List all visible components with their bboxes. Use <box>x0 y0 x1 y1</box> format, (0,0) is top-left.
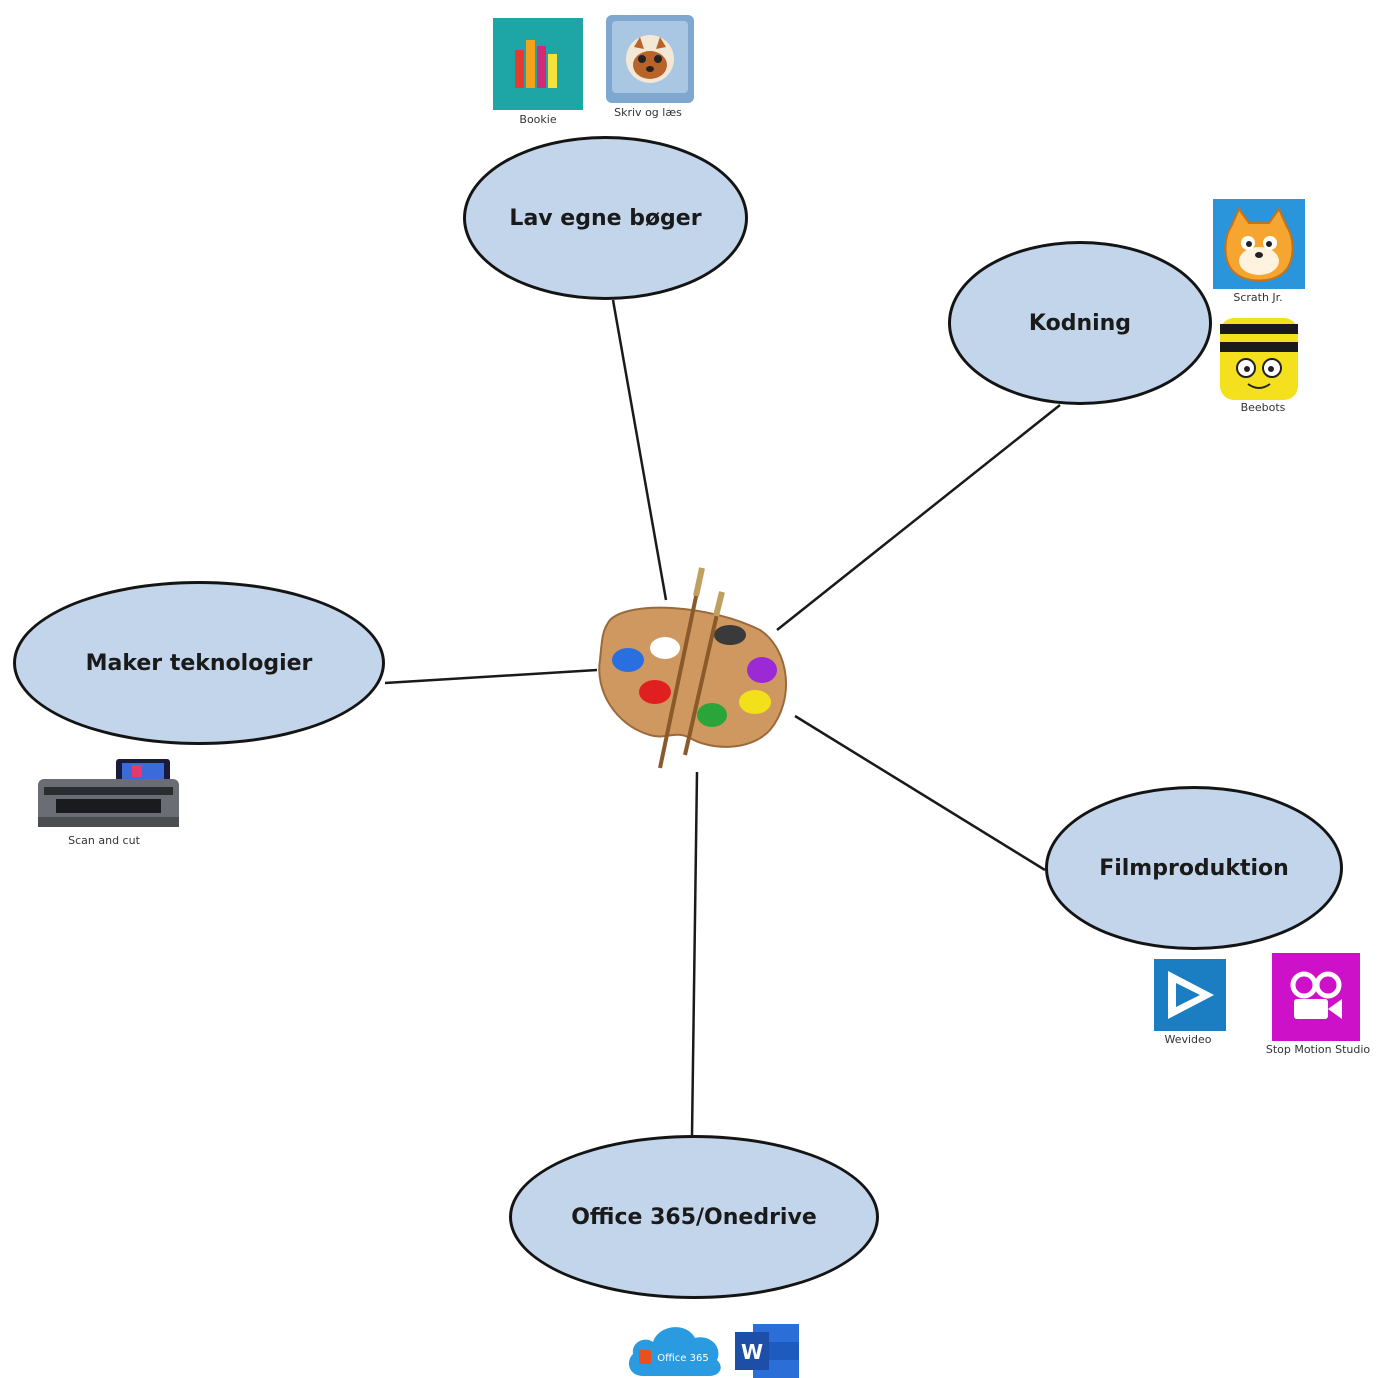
scratch-jr-caption: Scrath Jr. <box>1233 291 1283 304</box>
office-365-logo-text: Office 365 <box>657 1353 708 1364</box>
paint-palette-icon <box>598 567 787 769</box>
node-kodning: Kodning <box>948 241 1212 405</box>
skriv-og-laes-app-icon <box>606 15 694 103</box>
bookie-app-icon <box>493 18 583 110</box>
stop-motion-studio-caption: Stop Motion Studio <box>1265 1043 1371 1056</box>
connector-office <box>690 771 699 1136</box>
bookie-caption: Bookie <box>519 113 557 126</box>
office-365-cloud-icon: Office 365 <box>628 1327 721 1376</box>
skriv-og-laes-caption: Skriv og læs <box>614 106 682 119</box>
node-filmproduktion: Filmproduktion <box>1045 786 1343 950</box>
scan-and-cut-machine-icon <box>38 759 179 827</box>
node-maker-teknologier: Maker teknologier <box>13 581 385 745</box>
connector-film <box>794 714 1046 872</box>
scratch-jr-app-icon <box>1213 199 1305 289</box>
connector-books <box>611 299 668 601</box>
node-office-365-onedrive: Office 365/Onedrive <box>509 1135 879 1299</box>
word-logo-letter: W <box>741 1340 763 1364</box>
connector-coding <box>776 404 1061 631</box>
scan-and-cut-caption: Scan and cut <box>68 834 140 847</box>
beebots-caption: Beebots <box>1240 401 1286 414</box>
microsoft-word-icon: W <box>735 1324 799 1378</box>
wevideo-app-icon <box>1154 959 1226 1031</box>
connector-maker <box>384 668 598 685</box>
stop-motion-studio-app-icon <box>1272 953 1360 1041</box>
wevideo-caption: Wevideo <box>1164 1033 1212 1046</box>
beebots-app-icon <box>1220 318 1298 400</box>
node-lav-egne-boger: Lav egne bøger <box>463 136 748 300</box>
